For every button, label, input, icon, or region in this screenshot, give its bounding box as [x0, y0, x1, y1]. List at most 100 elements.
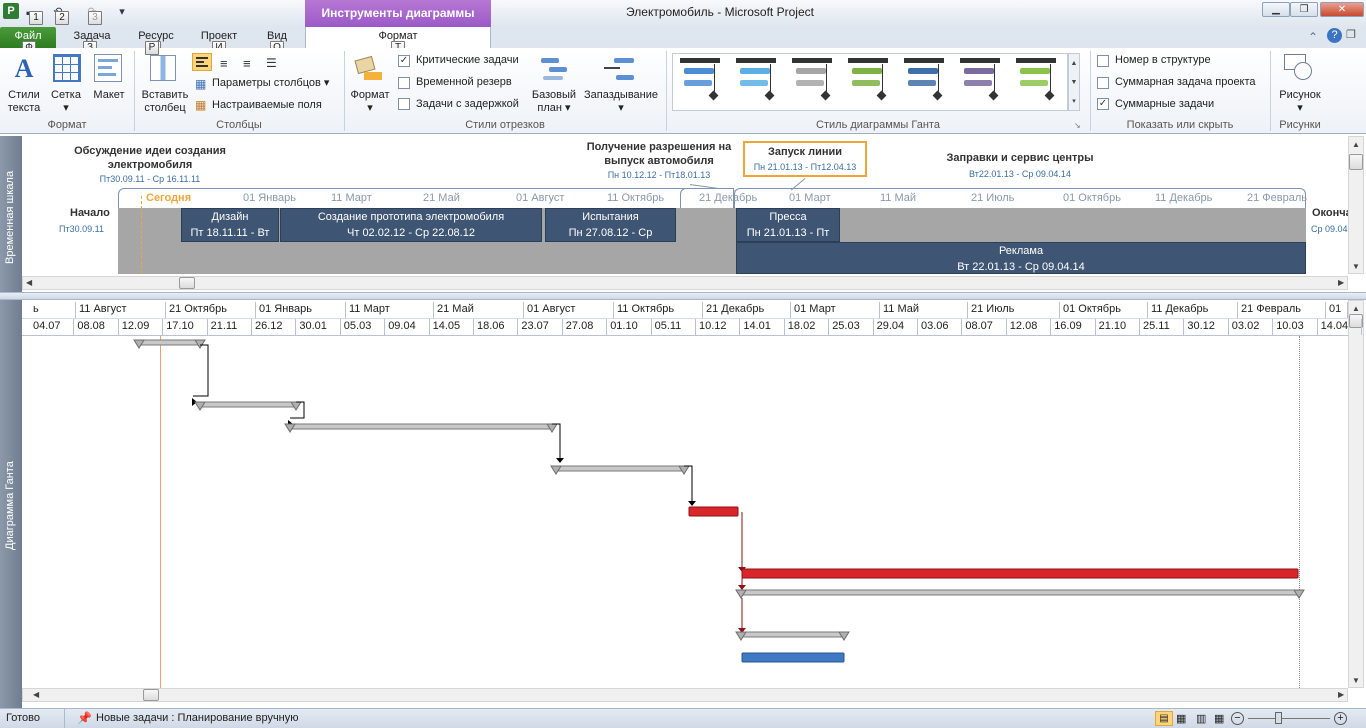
timeline-vscroll-thumb[interactable] — [1349, 154, 1363, 170]
maximize-button[interactable]: ❐ — [1290, 2, 1318, 17]
summary-start-marker[interactable] — [133, 339, 145, 349]
gantt-style-option[interactable] — [678, 56, 730, 108]
task-bar[interactable] — [741, 652, 845, 663]
gantt-style-option[interactable] — [790, 56, 842, 108]
timeline-vscrollbar[interactable] — [1348, 136, 1364, 274]
scroll-up-icon[interactable]: ▲ — [1352, 140, 1360, 149]
layout-button[interactable]: Макет — [88, 89, 130, 102]
gantt-hscroll-thumb[interactable] — [143, 689, 159, 701]
summary-end-marker[interactable] — [194, 339, 206, 349]
gantt-bars[interactable] — [22, 336, 1348, 688]
drawing-button[interactable]: Рисунок▾ — [1279, 89, 1321, 114]
zoom-in-icon[interactable]: + — [1334, 712, 1347, 725]
tab-file[interactable]: Файл — [0, 27, 56, 48]
scroll-up-icon[interactable]: ▲ — [1352, 304, 1360, 313]
summary-task-bar[interactable] — [555, 465, 685, 472]
insert-column-button[interactable]: Вставить столбец — [139, 89, 191, 115]
minimize-button[interactable]: ▁ — [1262, 2, 1290, 17]
gantt-style-option[interactable] — [734, 56, 786, 108]
team-planner-icon[interactable]: ▥ — [1196, 713, 1207, 725]
column-settings-button[interactable]: Параметры столбцов ▾ — [212, 77, 330, 89]
summary-start-marker[interactable] — [194, 401, 206, 411]
pane-splitter[interactable] — [0, 292, 1366, 300]
outline-number-checkbox[interactable] — [1097, 55, 1109, 67]
timeline-hscrollbar[interactable] — [22, 276, 1348, 290]
gantt-view-icon[interactable]: ▤ — [1155, 711, 1173, 726]
scroll-down-icon[interactable]: ▼ — [1352, 676, 1360, 685]
selected-callout[interactable]: Запуск линии Пн 21.01.13 - Пт12.04.13 — [743, 141, 867, 177]
text-styles-button[interactable]: Стили текста — [2, 89, 46, 115]
zoom-slider-track[interactable] — [1248, 718, 1330, 719]
gantt-style-option[interactable] — [846, 56, 898, 108]
column-settings-icon[interactable]: ▦ — [195, 77, 207, 91]
timescale-header[interactable] — [22, 302, 1348, 336]
summary-start-marker[interactable] — [284, 423, 296, 433]
custom-fields-icon[interactable]: ▦ — [195, 98, 207, 112]
summary-task-bar[interactable] — [199, 401, 297, 408]
wrap-text-icon[interactable]: ☰ — [266, 56, 277, 70]
summary-task-bar[interactable] — [740, 589, 1300, 596]
doc-restore-icon[interactable]: ❐ — [1346, 29, 1356, 41]
status-new-tasks[interactable]: Новые задачи : Планирование вручную — [96, 712, 299, 724]
tab-format[interactable]: Формат — [305, 27, 491, 48]
summary-start-marker[interactable] — [735, 631, 747, 641]
gantt-vscrollbar[interactable] — [1348, 300, 1364, 688]
gridlines-icon[interactable] — [53, 54, 81, 82]
late-tasks-checkbox[interactable] — [398, 98, 410, 110]
ribbon-minimize-icon[interactable]: ⌃ — [1308, 30, 1319, 44]
gantt-vscroll-thumb[interactable] — [1349, 314, 1363, 328]
task-bar[interactable] — [688, 506, 739, 517]
summary-tasks-checkbox[interactable]: ✓ — [1097, 98, 1109, 110]
gantt-hscrollbar[interactable] — [22, 688, 1348, 702]
tab-task[interactable]: Задача — [66, 27, 118, 48]
bar-format-icon[interactable] — [354, 54, 382, 84]
tab-view[interactable]: Вид — [256, 27, 298, 48]
bar-format-button[interactable]: Формат▾ — [350, 89, 390, 114]
gantt-style-option[interactable] — [1014, 56, 1066, 108]
baseline-button[interactable]: Базовый план ▾ — [531, 89, 577, 114]
baseline-icon[interactable] — [541, 56, 571, 82]
slippage-icon[interactable] — [604, 56, 636, 82]
scroll-left-icon[interactable]: ◀ — [26, 278, 33, 287]
close-button[interactable]: ✕ — [1320, 2, 1364, 17]
align-left-icon[interactable] — [192, 53, 212, 71]
scroll-down-icon[interactable]: ▼ — [1352, 262, 1360, 271]
zoom-out-icon[interactable]: − — [1231, 712, 1244, 725]
tab-resource[interactable]: Ресурс — [130, 27, 182, 48]
project-summary-checkbox[interactable] — [1097, 77, 1109, 89]
help-icon[interactable]: ? — [1327, 28, 1342, 43]
summary-task-bar[interactable] — [289, 423, 553, 430]
project-app-icon[interactable]: P — [3, 3, 19, 19]
slippage-button[interactable]: Запаздывание▾ — [583, 89, 658, 114]
summary-start-marker[interactable] — [550, 465, 562, 475]
summary-end-marker[interactable] — [838, 631, 850, 641]
drawing-icon[interactable] — [1284, 54, 1314, 82]
timeline-pane[interactable]: Временная шкала Обсуждение идеи создания… — [0, 136, 1366, 292]
custom-fields-button[interactable]: Настраиваемые поля — [212, 99, 322, 112]
zoom-slider-thumb[interactable] — [1275, 712, 1282, 724]
gantt-style-option[interactable] — [902, 56, 954, 108]
slack-checkbox[interactable] — [398, 77, 410, 89]
pushpin-icon[interactable]: 📌 — [77, 711, 92, 725]
gallery-scroll[interactable]: ▲▼▾ — [1068, 53, 1080, 111]
scroll-left-icon[interactable]: ◀ — [33, 690, 40, 699]
gantt-style-option[interactable] — [958, 56, 1010, 108]
dialog-launcher-icon[interactable]: ↘ — [1074, 121, 1081, 130]
scroll-right-icon[interactable]: ▶ — [1338, 278, 1345, 287]
summary-start-marker[interactable] — [735, 589, 747, 599]
summary-end-marker[interactable] — [1293, 589, 1305, 599]
critical-tasks-checkbox[interactable]: ✓ — [398, 55, 410, 67]
task-bar[interactable] — [741, 568, 1299, 579]
task-usage-icon[interactable]: ▦ — [1176, 713, 1187, 725]
timeline-hscroll-thumb[interactable] — [179, 277, 195, 289]
summary-task-bar[interactable] — [740, 631, 845, 638]
text-styles-icon[interactable]: A — [14, 54, 34, 83]
scroll-right-icon[interactable]: ▶ — [1338, 690, 1345, 699]
align-right-icon[interactable]: ≡ — [243, 56, 251, 71]
